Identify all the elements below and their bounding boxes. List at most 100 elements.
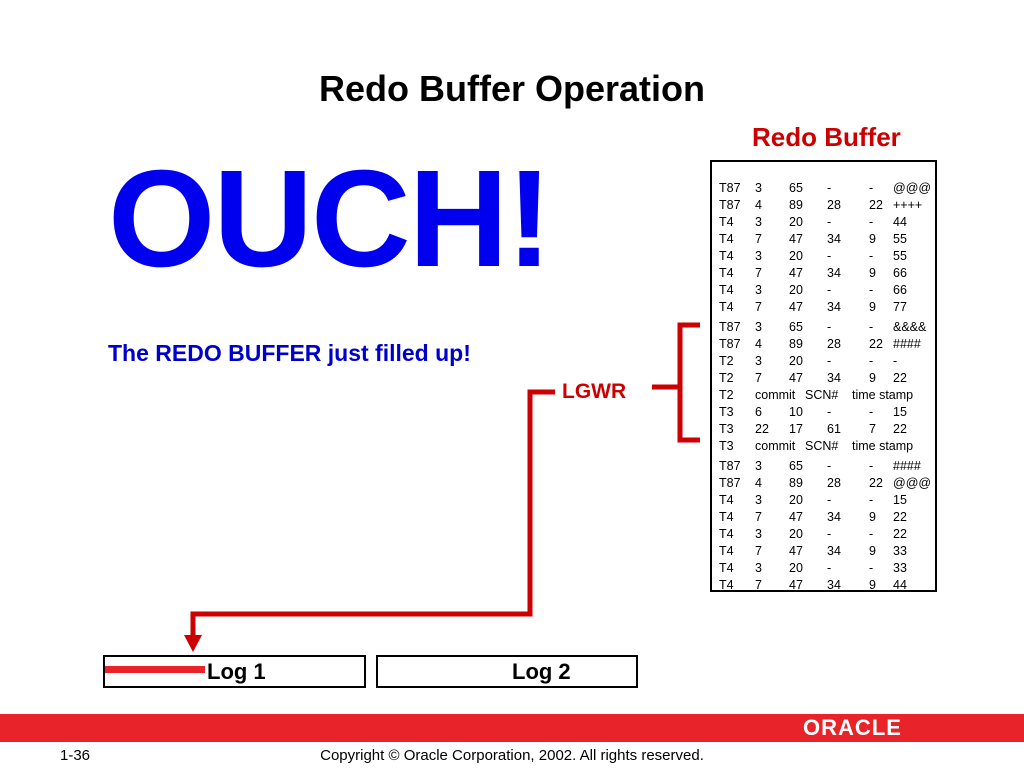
buffer-cell: - [869, 249, 874, 263]
buffer-cell: 65 [789, 181, 803, 195]
ouch-text: OUCH! [108, 142, 552, 296]
buffer-cell: T2 [719, 388, 734, 402]
buffer-cell: 3 [755, 527, 762, 541]
buffer-cell: T4 [719, 493, 734, 507]
buffer-cell: 7 [869, 422, 876, 436]
buffer-cell: 28 [827, 337, 841, 351]
buffer-cell: - [827, 459, 832, 473]
buffer-cell: 7 [755, 371, 762, 385]
buffer-cell: 9 [869, 232, 876, 246]
buffer-cell: SCN# [805, 439, 839, 453]
buffer-cell: - [827, 283, 832, 297]
buffer-cell: 66 [893, 266, 907, 280]
buffer-cell: 3 [755, 283, 762, 297]
buffer-cell: 9 [869, 510, 876, 524]
buffer-cell: - [869, 561, 874, 575]
buffer-cell: 47 [789, 578, 803, 592]
buffer-cell: 22 [893, 527, 907, 541]
buffer-cell: - [893, 354, 898, 368]
buffer-cell: - [869, 181, 874, 195]
buffer-cell: - [827, 215, 832, 229]
arrow-head [184, 635, 202, 652]
buffer-cell: time stamp [852, 388, 914, 402]
buffer-cell: 34 [827, 266, 841, 280]
buffer-cell: 89 [789, 337, 803, 351]
redo-buffer-label: Redo Buffer [752, 122, 901, 152]
buffer-cell: 3 [755, 561, 762, 575]
buffer-cell: 15 [893, 493, 907, 507]
buffer-cell: 22 [893, 371, 907, 385]
buffer-cell: 20 [789, 493, 803, 507]
buffer-cell: - [869, 459, 874, 473]
buffer-cell: 17 [789, 422, 803, 436]
buffer-cell: 65 [789, 320, 803, 334]
lgwr-write-path [190, 389, 555, 640]
buffer-cell: 77 [893, 300, 907, 314]
buffer-cell: 34 [827, 371, 841, 385]
buffer-cell: - [827, 527, 832, 541]
buffer-cell: 20 [789, 354, 803, 368]
copyright-text: Copyright © Oracle Corporation, 2002. Al… [320, 747, 704, 764]
buffer-cell: 34 [827, 300, 841, 314]
buffer-cell: - [869, 215, 874, 229]
buffer-cell: 7 [755, 232, 762, 246]
buffer-cell: 4 [755, 476, 762, 490]
buffer-cell: T4 [719, 215, 734, 229]
buffer-cell: 22 [869, 337, 883, 351]
buffer-cell: 9 [869, 371, 876, 385]
buffer-cell: T4 [719, 249, 734, 263]
buffer-cell: time stamp [852, 439, 914, 453]
buffer-cell: 28 [827, 476, 841, 490]
buffer-cell: - [827, 249, 832, 263]
buffer-cell: T4 [719, 232, 734, 246]
buffer-cell: 44 [893, 578, 907, 592]
buffer-cell: 3 [755, 320, 762, 334]
buffer-cell: 22 [893, 510, 907, 524]
oracle-logo: ORACLE [803, 715, 902, 740]
buffer-cell: 9 [869, 544, 876, 558]
buffer-cell: 20 [789, 249, 803, 263]
buffer-cell: 4 [755, 198, 762, 212]
buffer-cell: 47 [789, 371, 803, 385]
buffer-cell: commit [755, 439, 796, 453]
buffer-cell: - [827, 561, 832, 575]
buffer-cell: 22 [869, 198, 883, 212]
buffer-cell: 55 [893, 249, 907, 263]
buffer-cell: 47 [789, 544, 803, 558]
buffer-cell: 34 [827, 510, 841, 524]
buffer-cell: T4 [719, 578, 734, 592]
buffer-cell: 22 [869, 476, 883, 490]
buffer-cell: 9 [869, 266, 876, 280]
buffer-cell: T87 [719, 459, 741, 473]
buffer-cell: T2 [719, 354, 734, 368]
buffer-cell: 28 [827, 198, 841, 212]
log-2-label: Log 2 [512, 659, 571, 684]
buffer-cell: - [869, 405, 874, 419]
buffer-cell: #### [893, 459, 921, 473]
buffer-cell: 20 [789, 561, 803, 575]
buffer-cell: 20 [789, 283, 803, 297]
log-1-box: Log 1 [103, 655, 366, 688]
buffer-cell: 3 [755, 459, 762, 473]
footer-bar [0, 714, 1024, 742]
buffer-cell: ++++ [893, 198, 923, 212]
log-2-box: Log 2 [376, 655, 638, 688]
buffer-cell: 61 [827, 422, 841, 436]
buffer-cell: 89 [789, 198, 803, 212]
buffer-bracket [677, 322, 700, 443]
buffer-cell: T87 [719, 320, 741, 334]
